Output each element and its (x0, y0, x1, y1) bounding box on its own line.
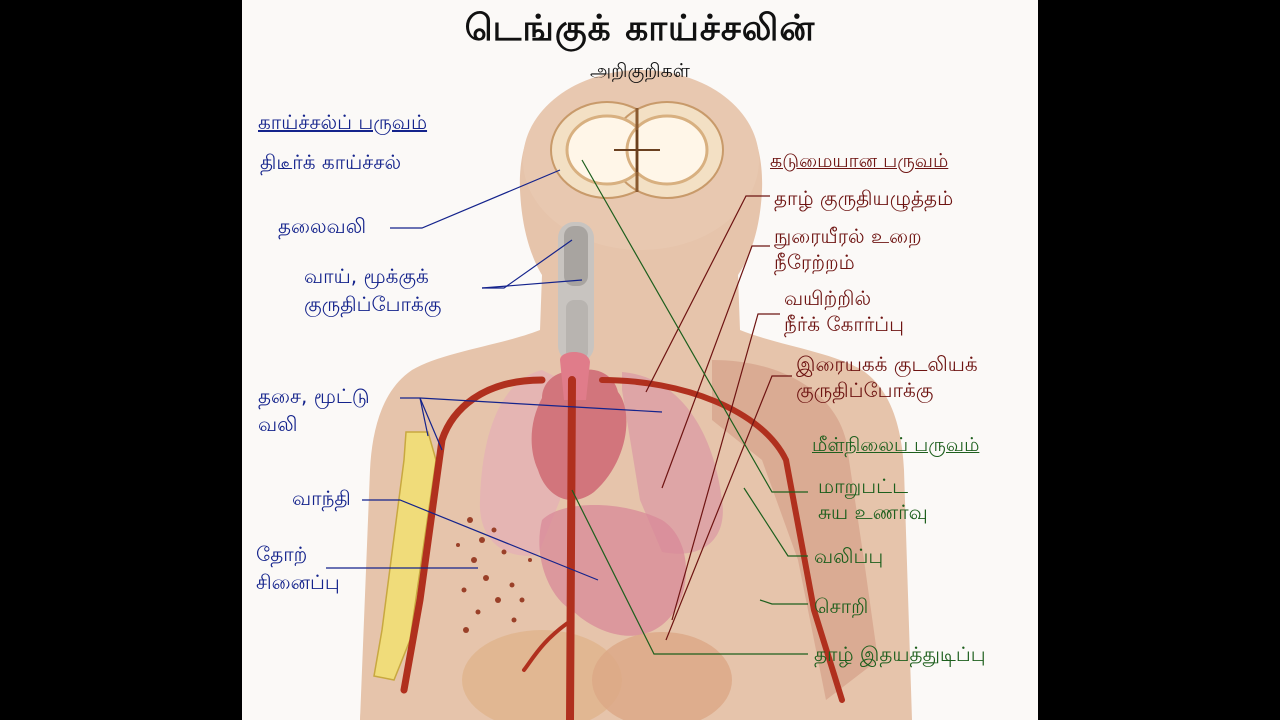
anatomy-figure (326, 70, 912, 720)
label-muscle-joint-pain-line2: வலி (258, 412, 298, 436)
label-pleural-effusion-line1: நுரையீரல் உறை (774, 224, 922, 248)
arm-bone (373, 431, 437, 681)
diagram-panel: டெங்குக் காய்ச்சலின் அறிகுறிகள் காய்ச்சல… (242, 0, 1038, 720)
leader-lines-recovery (571, 159, 808, 655)
recovery-phase-heading: மீள்நிலைப் பருவம் (812, 434, 980, 456)
label-altered-consciousness-line1: மாறுபட்ட (818, 474, 908, 498)
label-gi-bleeding-line2: குருதிப்போக்கு (796, 378, 934, 402)
leader-lines-febrile (326, 169, 663, 581)
febrile-phase-heading: காய்ச்சல்ப் பருவம் (258, 110, 428, 134)
label-headache: தலைவலி (278, 214, 367, 238)
label-ascites-line1: வயிற்றில் (784, 286, 872, 310)
label-muscle-joint-pain-line1: தசை, மூட்டு (258, 384, 370, 408)
label-low-blood-pressure: தாழ் குருதியழுத்தம் (774, 186, 954, 210)
label-altered-consciousness-line2: சுய உணர்வு (818, 500, 928, 524)
label-ascites-line2: நீர்க் கோர்ப்பு (784, 312, 905, 336)
label-sudden-fever: திடீர்க் காய்ச்சல் (260, 150, 402, 174)
critical-phase-heading: கடுமையான பருவம் (770, 150, 949, 172)
heart (531, 352, 627, 501)
label-bradycardia: தாழ் இதயத்துடிப்பு (814, 642, 986, 666)
label-rash-line1: தோற் (256, 542, 308, 566)
label-vomiting: வாந்தி (292, 486, 351, 510)
leader-lines-critical (645, 195, 792, 641)
label-mouth-nose-bleeding-line2: குருதிப்போக்கு (304, 292, 442, 316)
label-mouth-nose-bleeding-line1: வாய், மூக்குக் (304, 264, 429, 288)
label-gi-bleeding-line1: இரையகக் குடலியக் (796, 352, 978, 376)
throat-trachea (558, 222, 594, 362)
diagram-title: டெங்குக் காய்ச்சலின் (464, 8, 816, 49)
skin-rash (456, 517, 532, 633)
label-pleural-effusion-line2: நீரேற்றம் (774, 250, 855, 274)
label-rash-line2: சினைப்பு (256, 570, 340, 594)
diagram-subtitle: அறிகுறிகள் (590, 60, 690, 82)
label-seizures: வலிப்பு (814, 544, 884, 568)
right-arm-muscle (712, 360, 878, 700)
brain (550, 101, 724, 199)
arteries (400, 376, 845, 720)
label-itching: சொறி (814, 594, 869, 618)
